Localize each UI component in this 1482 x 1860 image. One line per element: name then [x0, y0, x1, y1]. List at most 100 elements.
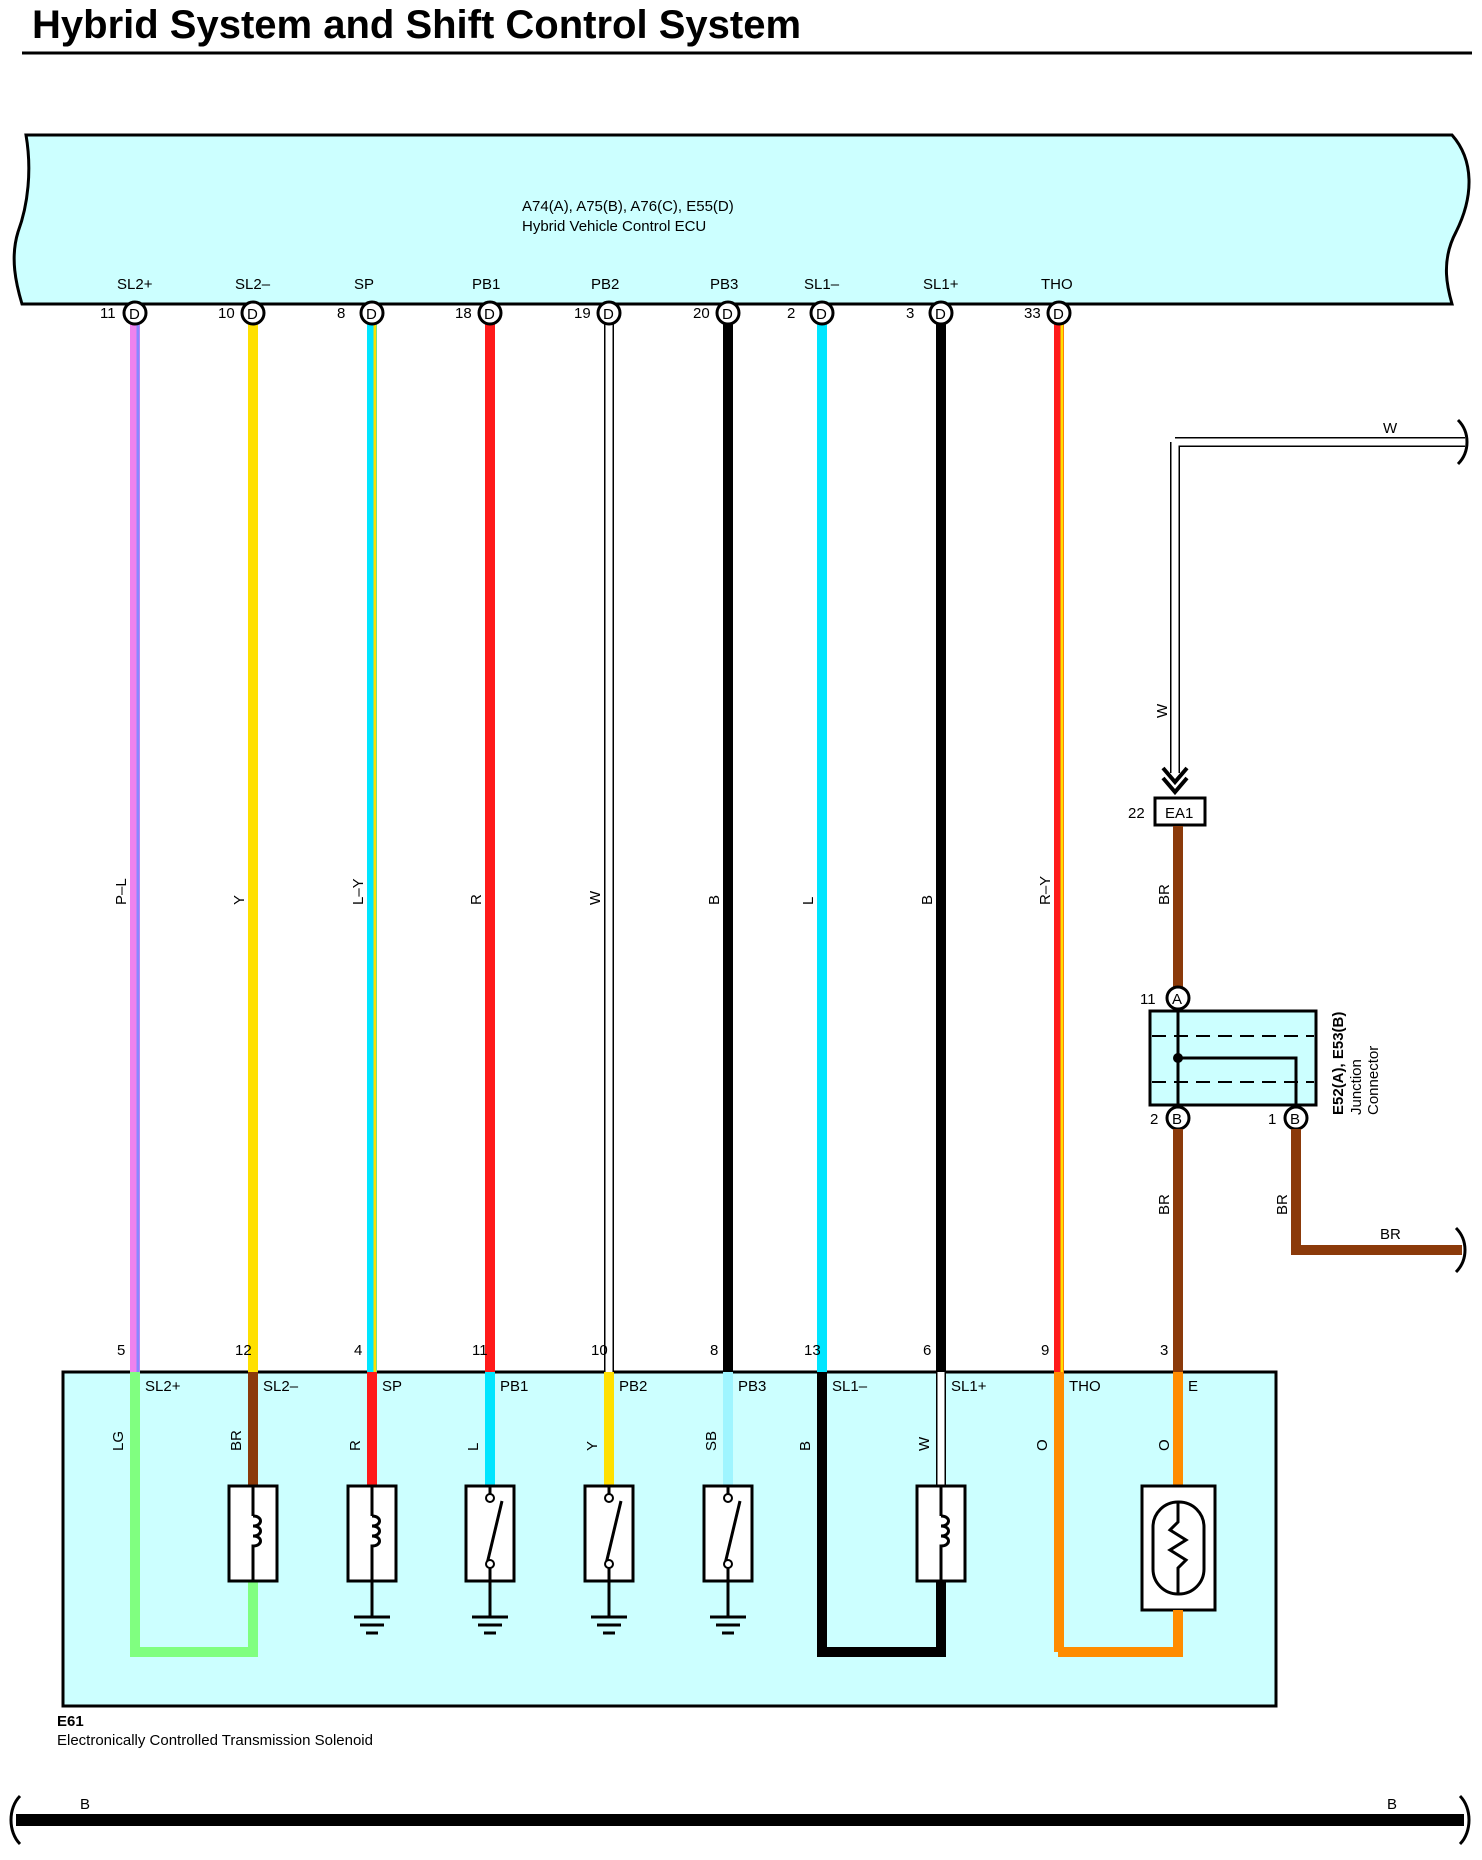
- solenoid-terminal: SL2+: [145, 1378, 181, 1395]
- ecu-terminal-pin: 10: [218, 305, 235, 322]
- junction-splice-dot: [1173, 1053, 1183, 1063]
- ecu-block: [12, 133, 1471, 306]
- solenoid-pin: 11: [472, 1342, 488, 1359]
- solenoid-pin: 6: [923, 1342, 931, 1359]
- inner-wire-code: R: [347, 1440, 364, 1451]
- ecu-terminal-conn: D: [484, 306, 495, 323]
- solenoid-name: Electronically Controlled Transmission S…: [57, 1732, 373, 1749]
- ecu-terminal-name: SL1+: [923, 276, 959, 293]
- solenoid-pin: 12: [235, 1342, 252, 1359]
- inner-sl2-loop: [130, 1372, 258, 1657]
- ea1-pin: 22: [1128, 805, 1145, 822]
- junction-line1: Junction: [1348, 1059, 1365, 1115]
- ecu-terminal-name: SL2–: [235, 276, 271, 293]
- w-wire-top-code: W: [1383, 420, 1398, 437]
- switch-contact: [485, 1559, 495, 1569]
- ecu-terminal-pin: 11: [100, 305, 116, 322]
- wire-color-code: R: [468, 894, 485, 905]
- inner-wire-code: W: [916, 1436, 933, 1451]
- solenoid-terminal: SL1+: [951, 1378, 987, 1395]
- br-wire-junction-out: [1291, 1129, 1462, 1255]
- solenoid-terminal: SL2–: [263, 1378, 299, 1395]
- ecu-terminal: [359, 300, 385, 326]
- ecu-terminal: [715, 300, 741, 326]
- ecu-terminal-pin: 3: [906, 305, 914, 322]
- ecu-terminal-conn: D: [722, 306, 733, 323]
- inner-wire-code: O: [1034, 1439, 1051, 1451]
- page-title: Hybrid System and Shift Control System: [32, 3, 801, 47]
- coil-icon: [939, 1514, 950, 1551]
- ecu-terminal-conn: D: [935, 306, 946, 323]
- ecu-terminal-pin: 33: [1024, 305, 1041, 322]
- ecu-terminal-conn: D: [247, 306, 258, 323]
- wire-color-code: R–Y: [1037, 876, 1054, 905]
- ground-icon: [354, 1581, 390, 1635]
- wire-color-code: W: [587, 890, 604, 905]
- inner-sl1-loop: [817, 1372, 946, 1657]
- e-terminal: E: [1188, 1378, 1198, 1395]
- solenoid-pin: 9: [1041, 1342, 1049, 1359]
- inner-wire-code: L: [465, 1443, 482, 1451]
- ecu-terminal: [240, 300, 266, 326]
- br-wire-low-code: BR: [1156, 1194, 1173, 1215]
- thermistor-resistor-icon: [1167, 1502, 1189, 1594]
- wire-layer: [130, 314, 1064, 1657]
- ea1-arrow-icon: [1161, 766, 1189, 796]
- ecu-terminal-pin: 8: [337, 305, 345, 322]
- br-wire-out-break: [1454, 1226, 1467, 1274]
- symbol-layer: D11SL2+P–L5SL2+LGD10SL2–Y12SL2–BRD8SPL–Y…: [100, 276, 1101, 1635]
- ecu-terminal-name: PB3: [710, 276, 738, 293]
- tho-e-loop: [1058, 1610, 1183, 1657]
- solenoid-terminal: THO: [1069, 1378, 1101, 1395]
- ecu-terminal-conn: D: [366, 306, 377, 323]
- ecu-terminal-pin: 18: [455, 305, 472, 322]
- ecu-terminal: [122, 300, 148, 326]
- ground-icon: [472, 1581, 508, 1635]
- switch-contact: [723, 1559, 733, 1569]
- wire-color-code: B: [706, 895, 723, 905]
- br-wire-right-code: BR: [1274, 1194, 1291, 1215]
- solenoid-terminal: PB3: [738, 1378, 766, 1395]
- junction-left-pin: 2: [1150, 1111, 1158, 1128]
- ecu-terminal-name: PB2: [591, 276, 619, 293]
- junction-connectors-label: E52(A), E53(B): [1330, 1012, 1347, 1115]
- solenoid-pin: 13: [804, 1342, 821, 1359]
- switch-contact: [723, 1493, 733, 1503]
- junction-right-conn: B: [1290, 1111, 1300, 1128]
- e-inner-code: O: [1156, 1439, 1173, 1451]
- w-wire-to-ea1-fill: [1171, 438, 1465, 773]
- ecu-terminal-pin: 20: [693, 305, 710, 322]
- wire-color-code: L–Y: [350, 878, 367, 905]
- ecu-terminal-conn: D: [816, 306, 827, 323]
- junction-right-pin: 1: [1268, 1111, 1276, 1128]
- inner-wire-code: BR: [228, 1430, 245, 1451]
- ecu-terminal: [1046, 300, 1072, 326]
- ground-bus-left-code: B: [80, 1796, 90, 1813]
- ecu-terminal-name: PB1: [472, 276, 500, 293]
- ecu-terminal: [596, 300, 622, 326]
- w-wire-to-ea1: [1170, 437, 1465, 773]
- ecu-terminal: [477, 300, 503, 326]
- switch-contact: [604, 1559, 614, 1569]
- solenoid-pin: 8: [710, 1342, 718, 1359]
- solenoid-pin: 4: [354, 1342, 362, 1359]
- wire-color-code: L: [800, 897, 817, 905]
- ecu-terminal-conn: D: [129, 306, 140, 323]
- junction-top-conn: A: [1172, 991, 1182, 1008]
- switch-contact: [604, 1493, 614, 1503]
- ecu-terminal-pin: 2: [787, 305, 795, 322]
- ea1-box: [1153, 796, 1207, 827]
- ground-bus-left-break: [9, 1794, 22, 1846]
- junction-line2: Connector: [1365, 1046, 1382, 1115]
- ecu-terminal-name: THO: [1041, 276, 1073, 293]
- junction-top-pin: 11: [1140, 991, 1156, 1008]
- inner-wire-code: Y: [584, 1441, 601, 1451]
- junction-left-conn: B: [1172, 1111, 1182, 1128]
- solenoid-pin: 5: [117, 1342, 125, 1359]
- solenoid-terminal: PB2: [619, 1378, 647, 1395]
- ground-bus-right-break: [1458, 1794, 1471, 1846]
- solenoid-terminal: SL1–: [832, 1378, 868, 1395]
- w-wire-side-code: W: [1154, 703, 1171, 718]
- ea1-label: EA1: [1165, 805, 1193, 822]
